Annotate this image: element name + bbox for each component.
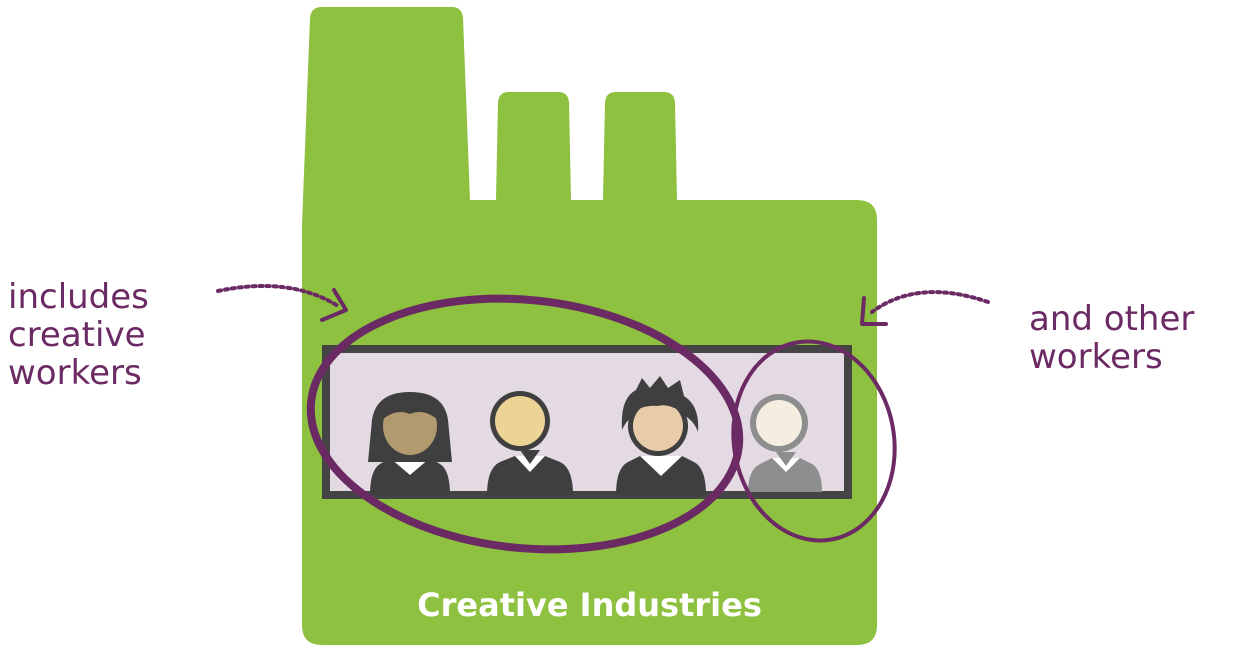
person-collar — [390, 458, 430, 475]
label-line: workers — [8, 353, 142, 393]
person-face-inner — [633, 401, 683, 451]
person-goatee — [520, 450, 540, 464]
factory-title: Creative Industries — [417, 586, 762, 624]
person-goatee — [776, 452, 796, 466]
label-line: creative — [8, 315, 146, 355]
right-arrow-head — [860, 296, 888, 326]
person-creative-worker-1 — [368, 392, 452, 495]
creative-workers-label: includes creative workers — [8, 278, 149, 392]
person-hair-top — [628, 380, 690, 418]
right-arrow-line — [870, 290, 990, 314]
left-arrow-line — [216, 284, 340, 308]
person-body — [748, 458, 822, 492]
left-dotted-arrow — [216, 284, 348, 322]
person-face-inner — [756, 400, 802, 446]
person-creative-worker-2 — [487, 391, 573, 495]
label-line: workers — [1029, 337, 1163, 377]
person-creative-worker-3 — [616, 376, 706, 495]
label-line: and other — [1029, 299, 1195, 339]
person-body — [487, 456, 573, 495]
person-collar — [640, 456, 682, 476]
other-workers-label: and other workers — [1029, 300, 1194, 376]
left-arrow-head — [320, 288, 348, 322]
person-body — [370, 458, 450, 495]
person-other-worker — [748, 394, 822, 492]
creative-workers-ellipse — [306, 294, 744, 554]
person-fringe — [382, 396, 438, 420]
other-workers-ellipse — [731, 339, 897, 543]
person-face-inner — [495, 396, 545, 446]
right-dotted-arrow — [860, 290, 990, 326]
label-line: includes — [8, 277, 149, 317]
